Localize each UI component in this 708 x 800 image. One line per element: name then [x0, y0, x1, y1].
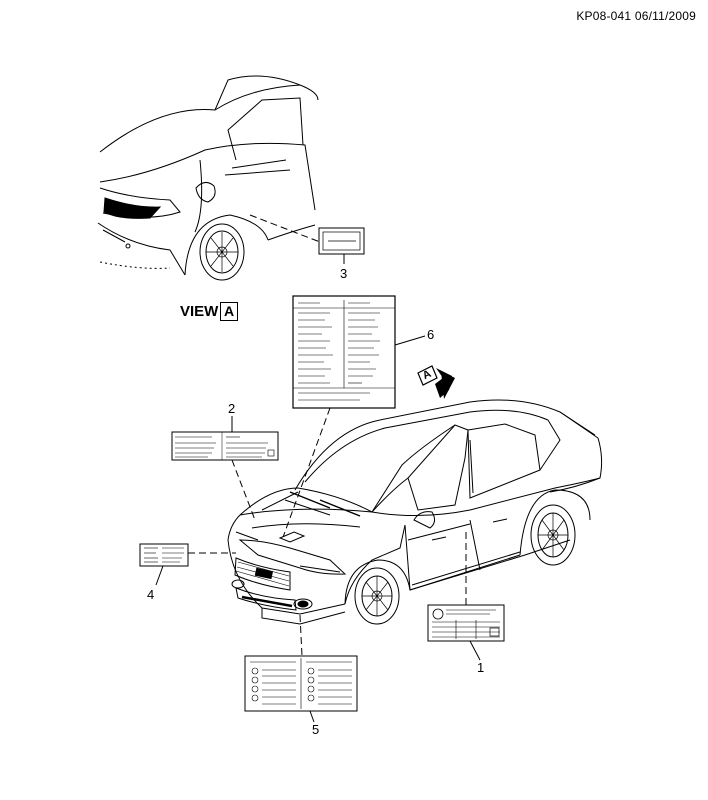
tire-loading-information-label-box: [427, 604, 505, 642]
main-vehicle-drawing: [227, 399, 603, 625]
callout-number-1: 1: [477, 660, 485, 675]
view-label: VIEW: [180, 303, 219, 320]
fuel-door-label-box: [318, 227, 365, 255]
callout-number-4: 4: [147, 587, 155, 602]
view-a-arrow: [417, 365, 455, 399]
emission-control-information-label-box: [171, 431, 279, 461]
rear-detail-view: [97, 75, 321, 281]
callout-number-6: 6: [427, 327, 435, 342]
hood-warning-caution-label-box: [244, 655, 358, 712]
callout-number-5: 5: [312, 722, 320, 737]
radiator-fan-caution-label-box: [139, 543, 189, 567]
view-letter-box: A: [220, 302, 238, 321]
diagram-reference-code: KP08-041 06/11/2009: [576, 9, 696, 23]
vehicle-emission-vacuum-label-box: [292, 295, 396, 409]
callout-number-3: 3: [340, 266, 348, 281]
callout-number-2: 2: [228, 401, 236, 416]
